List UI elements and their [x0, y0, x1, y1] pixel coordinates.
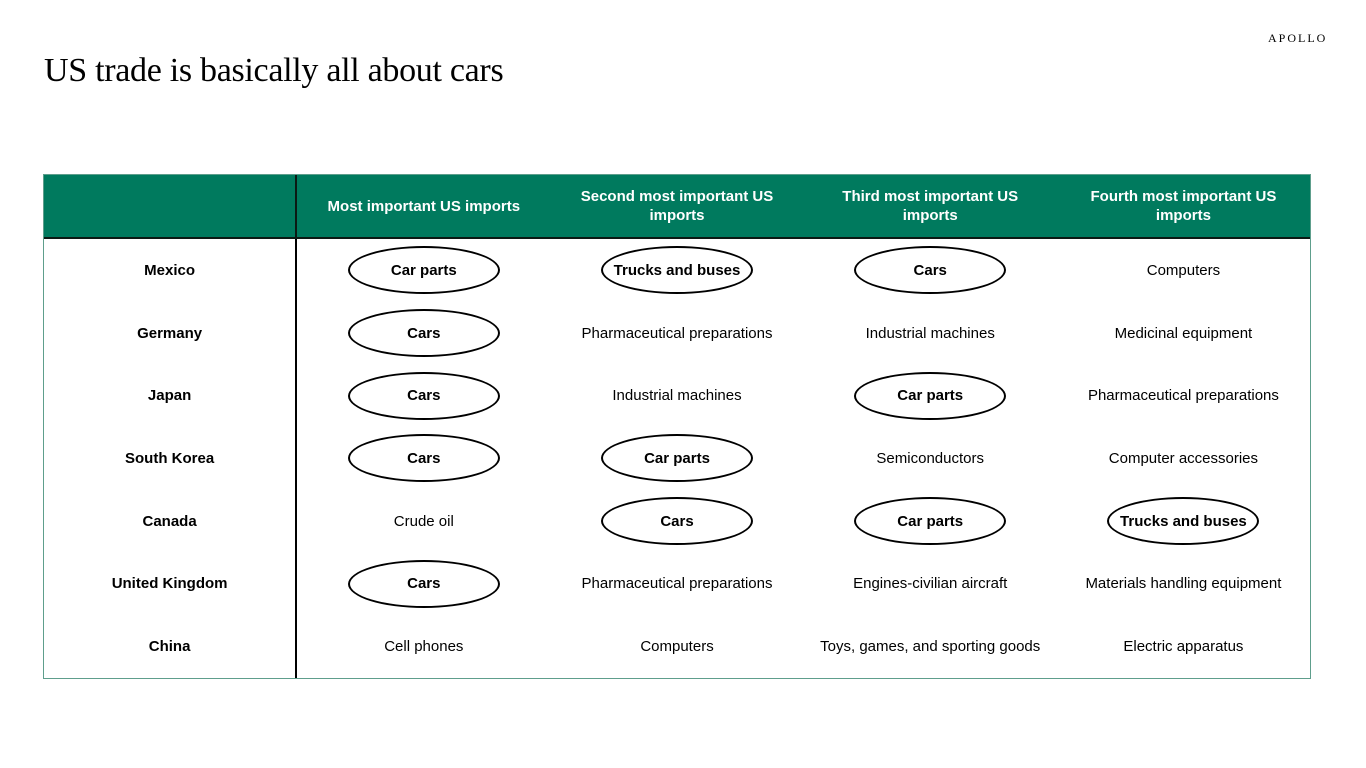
import-label: Cars — [347, 559, 500, 608]
import-cell: Pharmaceutical preparations — [550, 552, 803, 615]
import-cell: Pharmaceutical preparations — [550, 302, 803, 365]
country-cell: Japan — [44, 364, 298, 428]
import-label: Trucks and buses — [601, 246, 753, 295]
import-label: Toys, games, and sporting goods — [820, 637, 1041, 655]
import-cell: Computers — [1057, 239, 1310, 302]
import-label: Computer accessories — [1108, 449, 1259, 467]
import-label: Car parts — [601, 434, 753, 483]
import-cell: Toys, games, and sporting goods — [804, 615, 1057, 678]
import-cell: Semiconductors — [804, 427, 1057, 490]
table-row: Mexico Car parts Trucks and buses Cars Compu… — [44, 239, 1310, 302]
column-header — [44, 175, 298, 237]
circled-import-cell: Cars — [297, 364, 550, 427]
import-label: Electric apparatus — [1123, 637, 1244, 655]
table-row: China Cell phones Computers Toys, games, an… — [44, 615, 1310, 678]
import-cell: Medicinal equipment — [1057, 302, 1310, 365]
circled-import-cell: Trucks and buses — [550, 239, 803, 302]
import-label: Pharmaceutical preparations — [581, 324, 773, 342]
country-cell: Germany — [44, 301, 298, 365]
country-cell: China — [44, 615, 298, 678]
import-cell: Crude oil — [297, 490, 550, 553]
import-label: Cars — [347, 434, 500, 483]
import-label: Trucks and buses — [1107, 497, 1260, 546]
circled-import-cell: Cars — [297, 302, 550, 365]
import-label: Materials handling equipment — [1085, 575, 1282, 593]
table-row: Germany Cars Pharmaceutical preparations In… — [44, 301, 1310, 365]
country-cell: United Kingdom — [44, 552, 298, 616]
import-label: Car parts — [854, 497, 1007, 546]
table-header: Most important US imports Second most imp… — [44, 175, 1310, 239]
circled-import-cell: Car parts — [804, 490, 1057, 553]
circled-import-cell: Cars — [297, 427, 550, 490]
table-row: South Korea Cars Car parts Semiconductors Co… — [44, 427, 1310, 490]
import-cell: Computers — [550, 615, 803, 678]
import-label: Engines-civilian aircraft — [853, 575, 1008, 593]
circled-import-cell: Car parts — [550, 427, 803, 490]
import-cell: Electric apparatus — [1057, 615, 1310, 678]
country-cell: South Korea — [44, 427, 298, 490]
import-label: Semiconductors — [876, 449, 984, 467]
import-label: Cars — [854, 246, 1007, 295]
import-label: Cell phones — [384, 637, 464, 655]
import-label: Pharmaceutical preparations — [1087, 387, 1279, 405]
import-label: Industrial machines — [865, 324, 995, 342]
circled-import-cell: Car parts — [804, 364, 1057, 427]
import-label: Car parts — [347, 246, 500, 295]
column-header: Third most important US imports — [842, 188, 1019, 224]
circled-import-cell: Cars — [804, 239, 1057, 302]
import-label: Pharmaceutical preparations — [581, 575, 773, 593]
table-row: United Kingdom Cars Pharmaceutical prepara… — [44, 552, 1310, 616]
import-label: Computers — [1146, 261, 1221, 279]
import-label: Cars — [347, 309, 500, 358]
country-cell: Mexico — [44, 239, 298, 302]
import-cell: Computer accessories — [1057, 427, 1310, 490]
import-cell: Materials handling equipment — [1057, 552, 1310, 615]
import-label: Cars — [601, 497, 753, 546]
circled-import-cell: Cars — [297, 552, 550, 615]
import-cell: Industrial machines — [804, 302, 1057, 365]
table-row: Canada Crude oil Cars Car parts Trucks and b… — [44, 489, 1310, 553]
import-cell: Industrial machines — [550, 364, 803, 427]
page-title: US trade is basically all about cars — [44, 52, 504, 89]
circled-import-cell: Cars — [550, 490, 803, 553]
apollo-logo: APOLLO — [1268, 31, 1328, 45]
import-label: Crude oil — [393, 512, 454, 530]
import-label: Car parts — [854, 371, 1007, 420]
import-cell: Engines-civilian aircraft — [804, 552, 1057, 615]
import-label: Computers — [640, 637, 714, 655]
import-cell: Cell phones — [297, 615, 550, 678]
import-label: Medicinal equipment — [1114, 324, 1253, 342]
import-label: Industrial machines — [612, 387, 742, 405]
country-cell: Canada — [44, 489, 298, 553]
table-row: Japan Cars Industrial machines Car parts Pha… — [44, 364, 1310, 428]
circled-import-cell: Trucks and buses — [1057, 490, 1310, 553]
imports-table: Most important US imports Second most imp… — [43, 174, 1311, 679]
column-header: Fourth most important US imports — [1090, 188, 1277, 224]
import-label: Cars — [347, 371, 500, 420]
column-header: Most important US imports — [327, 197, 521, 215]
circled-import-cell: Car parts — [297, 239, 550, 302]
column-header: Second most important US imports — [580, 188, 774, 224]
import-cell: Pharmaceutical preparations — [1057, 364, 1310, 427]
